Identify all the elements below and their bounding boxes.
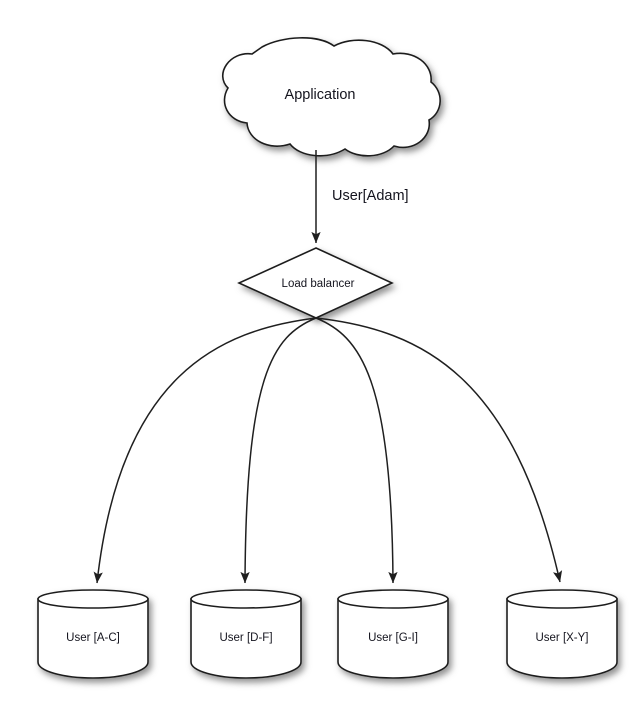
edge-application-to-load-balancer: User[Adam] [311, 150, 409, 244]
node-load-balancer[interactable]: Load balancer [237, 247, 394, 319]
edge-arrow-to-db-2 [240, 317, 317, 584]
edge-arrow-to-db-4 [315, 317, 563, 583]
node-database-1[interactable]: User [A-C] [37, 589, 149, 679]
edge-arrow-to-db-3 [315, 317, 398, 584]
database-4-label: User [X-Y] [535, 632, 588, 644]
node-application[interactable]: Application [222, 37, 441, 157]
edge-arrow-to-db-1 [93, 317, 317, 584]
database-3-label: User [G-I] [368, 632, 418, 644]
node-database-3[interactable]: User [G-I] [337, 589, 449, 679]
database-1-label: User [A-C] [66, 632, 120, 644]
load-balancer-label: Load balancer [282, 278, 355, 290]
database-2-label: User [D-F] [219, 632, 272, 644]
node-database-4[interactable]: User [X-Y] [506, 589, 618, 679]
application-label: Application [285, 87, 356, 103]
edge-label-user-adam: User[Adam] [332, 188, 409, 204]
edge-group-load-balancer-to-databases [93, 317, 563, 584]
node-database-2[interactable]: User [D-F] [190, 589, 302, 679]
